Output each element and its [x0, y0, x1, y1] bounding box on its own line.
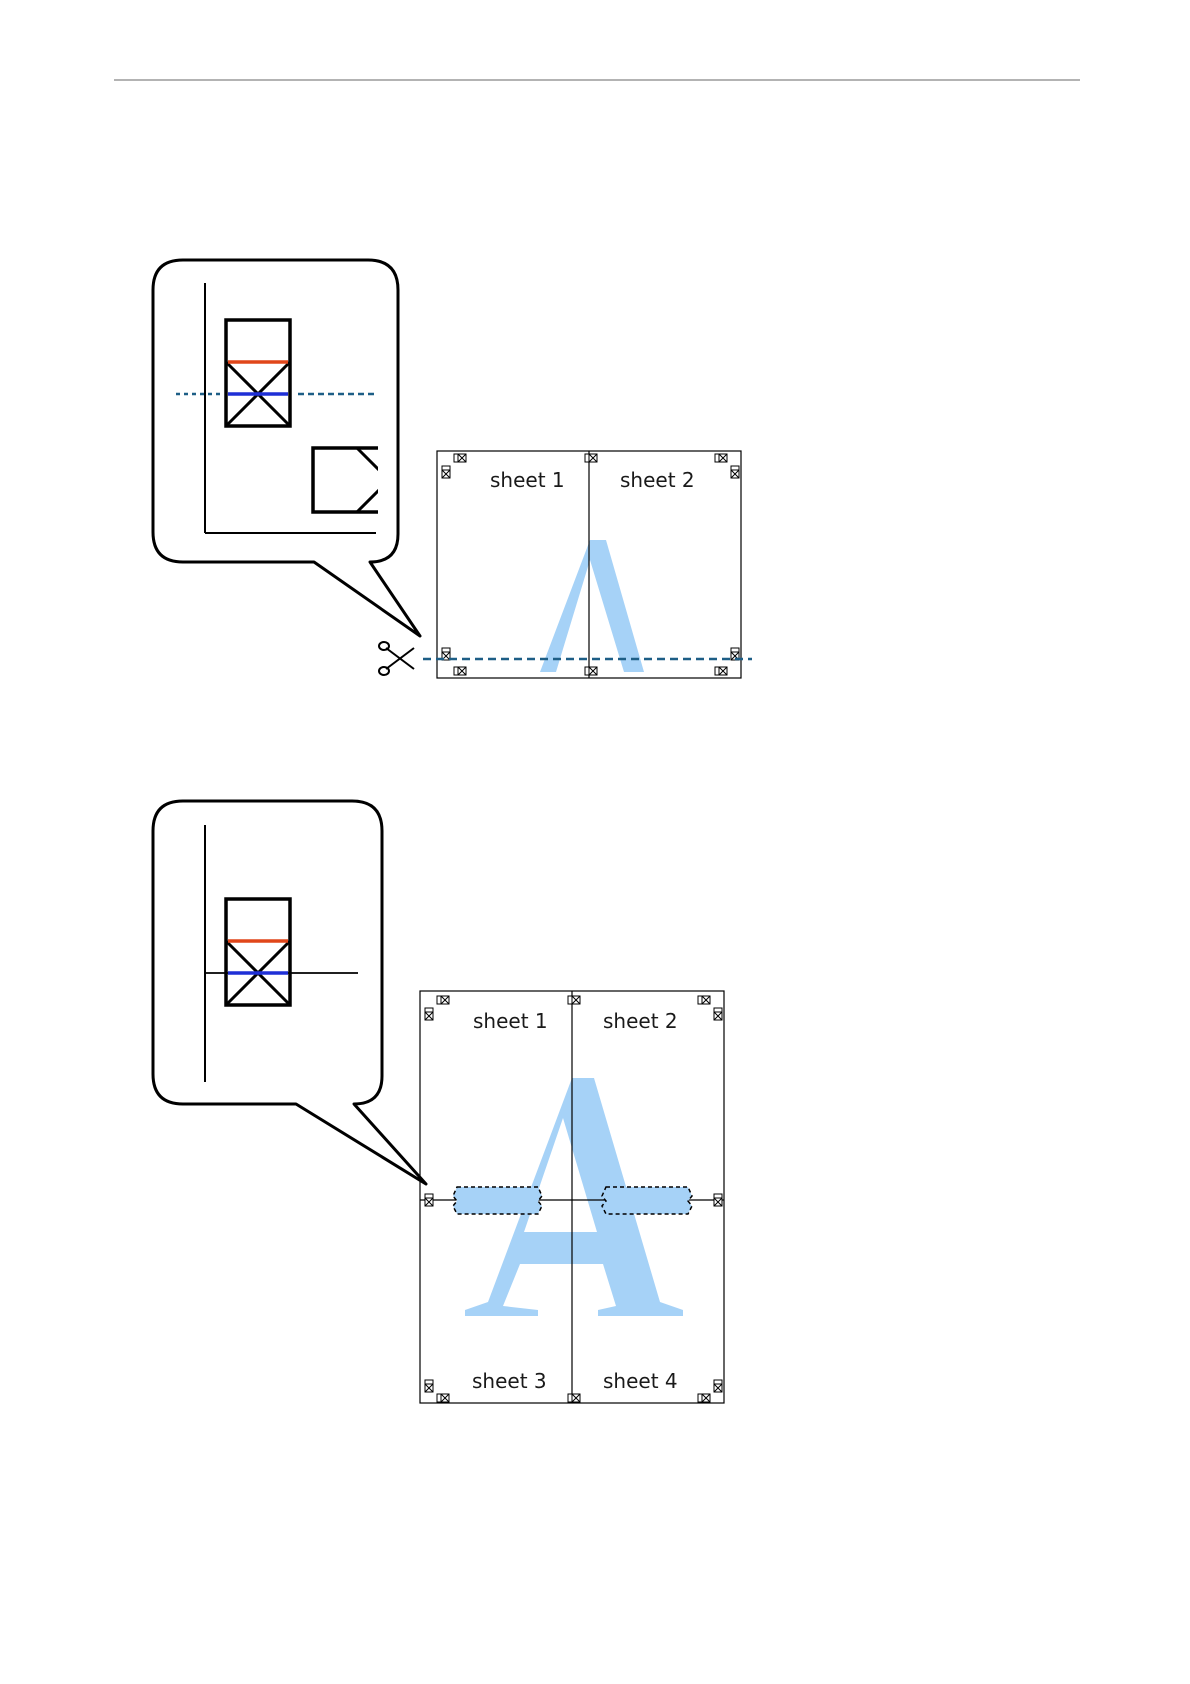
sheet-label: sheet 1: [490, 468, 565, 492]
top-figure: sheet 1 sheet 2: [153, 260, 752, 678]
callout-bubble: [153, 260, 420, 636]
tape-strip: [453, 1187, 542, 1214]
tape-strip: [602, 1187, 692, 1214]
sheet-label: sheet 4: [603, 1369, 678, 1393]
sheet-label: sheet 2: [620, 468, 695, 492]
sheet-label: sheet 1: [473, 1009, 548, 1033]
scissors-icon: [379, 642, 414, 675]
sheet-label: sheet 2: [603, 1009, 678, 1033]
bottom-figure: sheet 1 sheet 2 sheet 3 sheet 4: [153, 801, 724, 1403]
watermark-letter-top: [540, 540, 644, 672]
sheet-label: sheet 3: [472, 1369, 547, 1393]
